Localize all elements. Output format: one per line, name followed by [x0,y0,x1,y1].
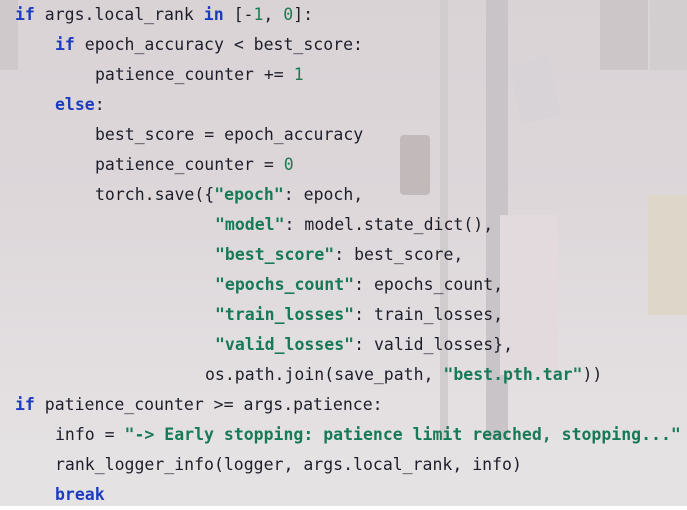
code-keyword: if [55,35,75,54]
code-text: : epoch, [283,185,364,204]
code-text: )) [582,365,603,384]
code-line: patience_counter += 1 [95,60,304,90]
code-text: info = [55,425,125,444]
code-number: 0 [283,155,294,174]
code-text: : model.state_dict(), [284,215,494,234]
code-text: , [263,5,284,24]
code-text: os.path.join(save_path, [205,365,444,384]
code-line: if args.local_rank in [-1, 0]: [15,0,313,30]
code-line: rank_logger_info(logger, args.local_rank… [55,450,522,480]
code-text: patience_counter >= args.patience: [34,395,383,414]
code-keyword: else [55,95,95,114]
code-string: "train_losses" [215,305,355,324]
code-line: "epochs_count": epochs_count, [215,270,503,300]
code-keyword: in [203,5,224,24]
code-line: torch.save({"epoch": epoch, [95,180,363,210]
code-text: : best_score, [334,245,464,264]
code-text: best_score = epoch_accuracy [95,125,364,144]
code-string: "epochs_count" [215,275,355,294]
code-number: 1 [253,5,264,24]
code-text: patience_counter = [95,155,284,174]
code-keyword: break [55,485,105,504]
code-number: 1 [293,65,304,84]
code-line: "valid_losses": valid_losses}, [215,330,513,360]
building-window [650,0,687,70]
code-text: patience_counter += [95,65,294,84]
code-line: os.path.join(save_path, "best.pth.tar")) [205,360,602,390]
code-keyword: if [15,395,35,414]
code-line: if patience_counter >= args.patience: [15,390,383,420]
street [0,440,687,506]
code-text: ]: [293,5,314,24]
code-string: "best_score" [215,245,335,264]
code-text: args.local_rank [34,5,204,24]
code-line: if epoch_accuracy < best_score: [55,30,363,60]
code-text: : train_losses, [354,305,504,324]
code-line: info = "-> Early stopping: patience limi… [55,420,681,450]
signboard [648,195,687,315]
code-keyword: if [15,5,35,24]
building-window [600,0,648,70]
code-line: else: [55,90,105,120]
building-window [0,0,18,70]
code-text: torch.save({ [95,185,215,204]
code-string: "best.pth.tar" [443,365,583,384]
code-line: patience_counter = 0 [95,150,294,180]
code-number: 0 [283,5,294,24]
utility-pole [486,0,508,506]
code-string: "-> Early stopping: patience limit reach… [124,425,681,444]
code-text: epoch_accuracy < best_score: [74,35,363,54]
code-line: "model": model.state_dict(), [215,210,493,240]
code-text: : valid_losses}, [354,335,514,354]
code-string: "epoch" [214,185,284,204]
code-text: rank_logger_info(logger, args.local_rank… [55,455,522,474]
traffic-light [400,135,430,195]
code-string: "model" [215,215,285,234]
shop-banner [500,215,558,375]
utility-pole-thin [440,0,448,506]
code-string: "valid_losses" [215,335,355,354]
code-line: "best_score": best_score, [215,240,463,270]
code-line: best_score = epoch_accuracy [95,120,363,150]
code-text: : epochs_count, [354,275,504,294]
code-text: : [94,95,105,114]
code-text: [- [223,5,254,24]
code-line: break [55,480,105,510]
code-line: "train_losses": train_losses, [215,300,503,330]
